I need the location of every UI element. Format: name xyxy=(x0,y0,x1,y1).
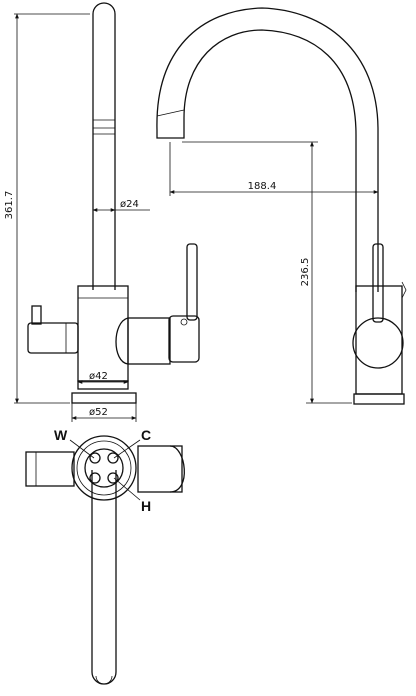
front-left-knob xyxy=(27,322,79,354)
side-lever xyxy=(372,243,384,323)
spout-diameter-label: ø24 xyxy=(120,199,139,210)
inlet-c-circle xyxy=(107,452,119,464)
side-spout-inner xyxy=(183,29,357,292)
side-view: 188.4 236.5 xyxy=(156,7,407,405)
side-spout-tip xyxy=(156,118,185,139)
body-diameter-label: ø42 xyxy=(89,371,108,382)
side-spout-outer xyxy=(156,7,379,292)
inlet-w-circle xyxy=(89,452,101,464)
front-right-housing xyxy=(127,317,171,365)
side-base-plate xyxy=(353,393,405,405)
base-diameter-label: ø52 xyxy=(89,407,108,418)
port-w-label: W xyxy=(54,427,68,443)
top-base-outer-ring xyxy=(71,435,137,501)
front-view: 361.7 ø24 ø42 ø52 xyxy=(4,2,200,422)
spout-height-label: 236.5 xyxy=(300,258,311,287)
front-base-plate xyxy=(71,392,137,404)
inlet-h-circle xyxy=(107,472,119,484)
inlet-bottom-left-circle xyxy=(89,472,101,484)
side-cartridge-circle xyxy=(352,317,404,369)
spout-reach-label: 188.4 xyxy=(248,181,277,192)
top-lever-end xyxy=(169,445,185,493)
top-view: W C H xyxy=(25,427,185,685)
front-body xyxy=(77,285,129,382)
front-right-dome xyxy=(115,317,129,365)
top-left-cartridge xyxy=(25,451,75,487)
port-c-label: C xyxy=(141,427,151,443)
overall-height-label: 361.7 xyxy=(4,191,15,220)
top-base-inner-ring xyxy=(84,448,124,488)
front-lever-base xyxy=(168,315,200,363)
front-lever xyxy=(186,243,198,321)
top-right-housing xyxy=(137,445,183,493)
port-h-label: H xyxy=(141,498,151,514)
side-body xyxy=(355,285,403,395)
top-spout xyxy=(91,470,117,685)
front-spout xyxy=(92,2,116,290)
front-left-pin xyxy=(31,305,42,325)
